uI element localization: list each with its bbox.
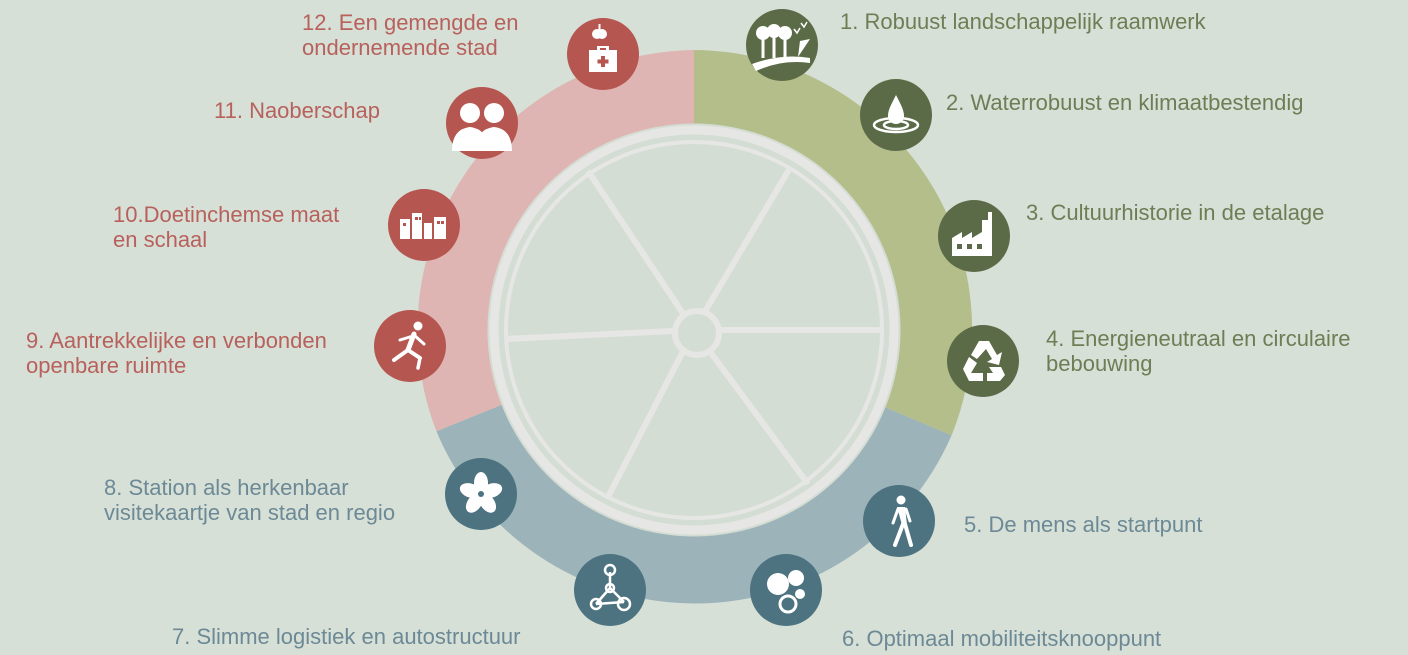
network-nodes-icon (574, 554, 646, 626)
ring-segment-blue (436, 403, 952, 604)
wheel-outer-rim (489, 125, 899, 535)
label-item-11: 11. Naoberschap (214, 98, 380, 123)
buildings-icon (388, 189, 460, 261)
wheel-hub (672, 308, 722, 358)
label-item-1: 1. Robuust landschappelijk raamwerk (840, 9, 1206, 34)
wheel (487, 123, 901, 537)
recycle-icon (947, 325, 1019, 397)
label-item-10: 10.Doetinchemse maat en schaal (113, 202, 340, 252)
walking-person-icon (863, 485, 935, 557)
trees-birds-icon (746, 9, 818, 81)
label-item-5: 5. De mens als startpunt (964, 512, 1203, 537)
label-item-6: 6. Optimaal mobiliteitsknooppunt (842, 626, 1162, 651)
wheel-spokes (505, 166, 882, 499)
neighbours-icon (446, 87, 518, 159)
connected-circles-icon (750, 554, 822, 626)
label-item-9: 9. Aantrekkelijke en verbonden openbare … (26, 328, 327, 378)
flower-icon (445, 458, 517, 530)
label-item-12: 12. Een gemengde en ondernemende stad (302, 10, 519, 60)
label-item-2: 2. Waterrobuust en klimaatbestendig (946, 90, 1304, 115)
ring-segment-pink (417, 50, 694, 432)
medical-kit-apple-icon (567, 18, 639, 90)
factory-icon (938, 200, 1010, 272)
running-person-icon (374, 310, 446, 382)
label-item-4: 4. Energieneutraal en circulaire bebouwi… (1046, 326, 1351, 376)
label-item-3: 3. Cultuurhistorie in de etalage (1026, 200, 1325, 225)
label-item-7: 7. Slimme logistiek en autostructuur (172, 624, 521, 649)
label-item-8: 8. Station als herkenbaar visitekaartje … (104, 475, 396, 525)
water-drop-icon (860, 79, 932, 151)
